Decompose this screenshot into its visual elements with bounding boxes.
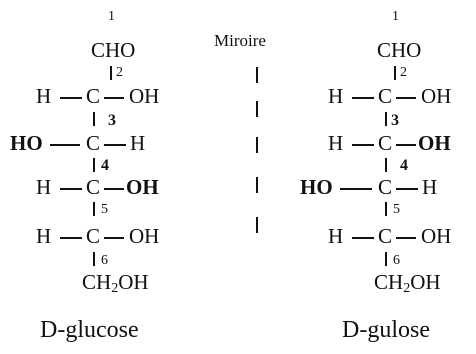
mirror-label: Miroire (214, 31, 266, 50)
mirror-dash (256, 217, 258, 233)
gulose-c5-right-bond (396, 237, 416, 239)
gulose-c4-left-bond (340, 188, 372, 190)
gulose-hydroxymethyl-group: CH2OH (374, 270, 441, 296)
glucose-c6-subscript: 2 (111, 281, 119, 296)
glucose-c6-main: CH (82, 270, 112, 294)
gulose-c4-carbon: C (378, 175, 393, 199)
gulose-carbon-number-4: 4 (400, 157, 408, 174)
glucose-carbon-number-3: 3 (108, 112, 116, 129)
gulose-carbon-number-1: 1 (392, 9, 399, 24)
glucose-c4-carbon: C (86, 175, 101, 199)
glucose-bond-c1-c2 (110, 66, 112, 80)
gulose-bond-c3-c4 (385, 158, 387, 172)
glucose-c6-end: OH (118, 270, 149, 294)
glucose-c3-carbon: C (86, 131, 101, 155)
gulose-c3-right: OH (418, 131, 451, 155)
glucose-hydroxymethyl-group: CH2OH (82, 270, 149, 296)
glucose-c5-right-bond (104, 237, 124, 239)
gulose-c2-carbon: C (378, 84, 393, 108)
glucose-carbon-number-1: 1 (108, 9, 115, 24)
glucose-c2-left-bond (60, 97, 82, 99)
mirror-dash (256, 137, 258, 153)
glucose-c2-right-bond (104, 97, 124, 99)
gulose-c3-left-bond (352, 144, 374, 146)
gulose-bond-c1-c2 (394, 66, 396, 80)
glucose-c3-left: HO (10, 131, 43, 155)
glucose-bond-c3-c4 (93, 158, 95, 172)
gulose-c5-left: H (328, 224, 344, 248)
glucose-name: D-glucose (40, 317, 139, 343)
glucose-c5-carbon: C (86, 224, 101, 248)
glucose-c5-left-bond (60, 237, 82, 239)
gulose-c4-right-bond (396, 188, 418, 190)
glucose-c2-carbon: C (86, 84, 101, 108)
gulose-bond-c2-c3 (385, 112, 387, 126)
gulose-c6-subscript: 2 (403, 281, 411, 296)
glucose-c3-right-bond (104, 144, 126, 146)
glucose-aldehyde-group: CHO (91, 38, 136, 62)
gulose-c4-right: H (422, 175, 438, 199)
glucose-bond-c5-c6 (93, 252, 95, 266)
glucose-carbon-number-5: 5 (101, 202, 108, 217)
glucose-c4-right-bond (104, 188, 124, 190)
gulose-c2-right: OH (421, 84, 452, 108)
gulose-c3-right-bond (396, 144, 416, 146)
glucose-c4-left: H (36, 175, 52, 199)
glucose-c2-right: OH (129, 84, 160, 108)
glucose-bond-c2-c3 (93, 112, 95, 126)
gulose-c5-left-bond (352, 237, 374, 239)
gulose-c3-carbon: C (378, 131, 393, 155)
gulose-c5-right: OH (421, 224, 452, 248)
glucose-carbon-number-2: 2 (116, 65, 123, 80)
gulose-c2-left: H (328, 84, 344, 108)
gulose-carbon-number-6: 6 (393, 253, 400, 268)
glucose-c4-right: OH (126, 175, 159, 199)
glucose-carbon-number-4: 4 (101, 157, 109, 174)
glucose-c3-left-bond (50, 144, 80, 146)
gulose-c3-left: H (328, 131, 344, 155)
gulose-c2-left-bond (352, 97, 374, 99)
gulose-c5-carbon: C (378, 224, 393, 248)
gulose-c2-right-bond (396, 97, 416, 99)
gulose-c6-end: OH (410, 270, 441, 294)
gulose-carbon-number-5: 5 (393, 202, 400, 217)
glucose-c3-right: H (130, 131, 146, 155)
mirror-dash (256, 101, 258, 117)
gulose-carbon-number-3: 3 (391, 112, 399, 129)
mirror-dash (256, 177, 258, 193)
gulose-c6-main: CH (374, 270, 404, 294)
glucose-c4-left-bond (60, 188, 82, 190)
glucose-bond-c4-c5 (93, 202, 95, 216)
gulose-carbon-number-2: 2 (400, 65, 407, 80)
gulose-bond-c5-c6 (385, 252, 387, 266)
glucose-c5-left: H (36, 224, 52, 248)
gulose-c4-left: HO (300, 175, 333, 199)
gulose-bond-c4-c5 (385, 202, 387, 216)
gulose-aldehyde-group: CHO (377, 38, 422, 62)
glucose-c2-left: H (36, 84, 52, 108)
glucose-c5-right: OH (129, 224, 160, 248)
mirror-dash (256, 67, 258, 83)
gulose-name: D-gulose (342, 317, 430, 343)
glucose-carbon-number-6: 6 (101, 253, 108, 268)
